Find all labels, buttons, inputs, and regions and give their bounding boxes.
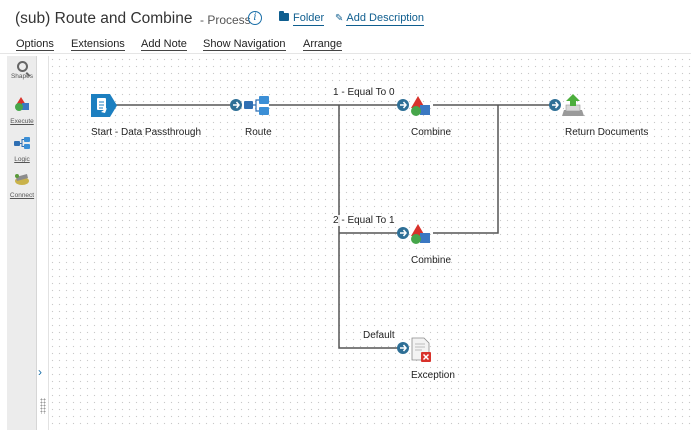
toolbar-logic[interactable]: Logic: [7, 136, 37, 163]
node-label-start: Start - Data Passthrough: [91, 127, 202, 138]
node-label-combine-2: Combine: [411, 255, 452, 266]
menu-arrange[interactable]: Arrange: [303, 38, 343, 51]
expand-panel-icon[interactable]: ›: [38, 365, 42, 379]
menu-options[interactable]: Options: [16, 38, 54, 51]
exception-icon[interactable]: [396, 336, 436, 364]
page-title: (sub) Route and Combine: [15, 10, 193, 27]
menu-options-label: Options: [16, 38, 54, 51]
route-shape-icon[interactable]: [229, 96, 271, 116]
node-label-return-documents: Return Documents: [565, 127, 649, 138]
start-shape-icon[interactable]: [89, 93, 119, 118]
execute-icon: [15, 97, 29, 111]
page-subtitle: - Process: [200, 13, 251, 27]
toolbar-shapes[interactable]: Shapes: [7, 58, 37, 80]
folder-link-label: Folder: [293, 12, 325, 26]
info-icon[interactable]: i: [248, 11, 262, 25]
combine-shape-icon[interactable]: [396, 94, 436, 118]
logic-icon: [14, 137, 30, 149]
toolbar-execute[interactable]: Execute: [7, 96, 37, 125]
shape-toolbar: Shapes Execute Logic Connect: [7, 56, 37, 430]
menu-extensions-label: Extensions: [71, 38, 125, 51]
folder-icon: [279, 11, 289, 21]
toolbar-execute-label: Execute: [10, 118, 34, 125]
combine-shape-icon[interactable]: [396, 222, 436, 246]
toolbar-shapes-label: Shapes: [10, 73, 34, 80]
connect-icon: [15, 174, 29, 185]
edge-label-equal-to-0: 1 - Equal To 0: [332, 87, 396, 98]
toolbar-connect[interactable]: Connect: [7, 172, 37, 199]
node-label-route: Route: [245, 127, 272, 138]
resize-grip-icon[interactable]: [40, 398, 46, 414]
return-documents-icon[interactable]: [548, 93, 588, 119]
add-description-label: Add Description: [346, 12, 425, 26]
page-header: (sub) Route and Combine - Process i Fold…: [0, 0, 691, 38]
node-label-exception: Exception: [411, 370, 455, 381]
menu-extensions[interactable]: Extensions: [71, 38, 125, 51]
menu-add-note[interactable]: Add Note: [141, 38, 187, 51]
add-description-link[interactable]: ✎Add Description: [335, 12, 425, 26]
node-label-combine-1: Combine: [411, 127, 452, 138]
toolbar-logic-label: Logic: [14, 156, 30, 163]
edge-label-equal-to-1: 2 - Equal To 1: [332, 215, 396, 226]
menu-bar: Options Extensions Add Note Show Navigat…: [0, 38, 691, 54]
connector-route-exception: [338, 105, 397, 349]
process-canvas[interactable]: [48, 56, 691, 430]
folder-link[interactable]: Folder: [279, 11, 325, 26]
menu-add-note-label: Add Note: [141, 38, 187, 51]
menu-show-navigation-label: Show Navigation: [203, 38, 286, 51]
menu-arrange-label: Arrange: [303, 38, 343, 51]
search-icon: [16, 61, 28, 72]
pencil-icon: ✎: [335, 13, 344, 24]
connector-combine-2-return: [433, 105, 499, 234]
menu-show-navigation[interactable]: Show Navigation: [203, 38, 286, 51]
toolbar-connect-label: Connect: [9, 192, 35, 199]
edge-label-default: Default: [362, 330, 396, 341]
